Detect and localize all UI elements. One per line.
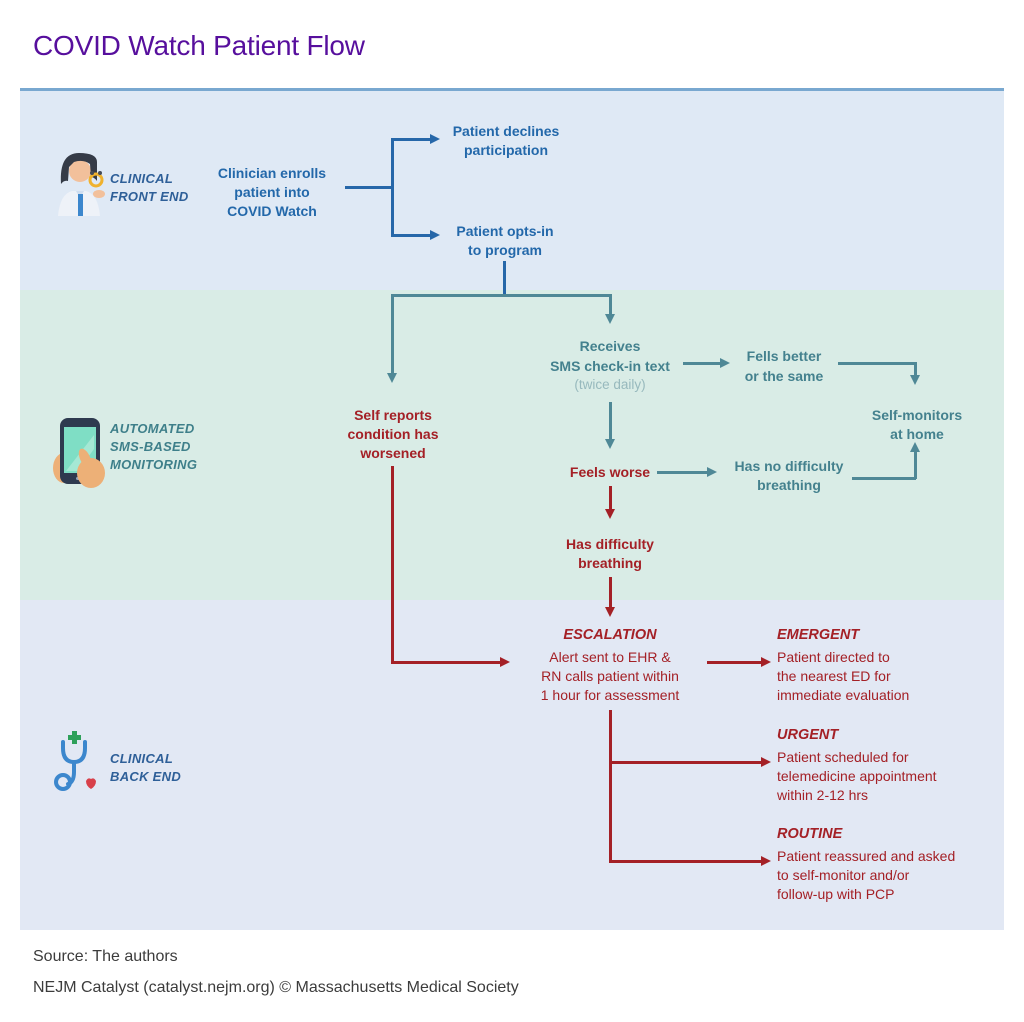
connector-to-opts-in xyxy=(393,234,430,237)
footer-credit: NEJM Catalyst (catalyst.nejm.org) © Mass… xyxy=(33,979,519,996)
connector-to-receives xyxy=(609,294,612,315)
node-has-difficulty-breathing: Has difficulty breathing xyxy=(566,536,654,571)
node-fells-better: Fells better or the same xyxy=(744,348,824,384)
band-clinical-back-end xyxy=(20,600,1004,930)
label-clinical-back-end: CLINICAL BACK END xyxy=(110,751,182,784)
node-self-reports-worsened: Self reports condition has worsened xyxy=(347,407,439,461)
connector-no-difficulty-right xyxy=(852,477,916,480)
arrowhead-to-difficulty xyxy=(605,509,615,519)
page-title: COVID Watch Patient Flow xyxy=(33,30,365,61)
connector-enroll-branch xyxy=(345,186,393,189)
band-automated-monitoring xyxy=(20,290,1004,600)
clinician-icon xyxy=(58,153,105,216)
arrowhead-to-no-difficulty xyxy=(707,467,717,477)
arrowhead-self-reports-to-escalation xyxy=(500,657,510,667)
arrowhead-to-receives xyxy=(605,314,615,324)
connector-branch-vertical xyxy=(391,138,394,237)
connector-fells-better-right xyxy=(838,362,916,365)
node-emergent-desc: Patient directed to the nearest ED for i… xyxy=(777,649,910,703)
arrowhead-to-self-monitors-bottom xyxy=(910,442,920,452)
stethoscope-icon xyxy=(54,731,96,791)
connector-to-declines xyxy=(393,138,430,141)
connector-escalation-to-emergent xyxy=(707,661,761,664)
connector-no-difficulty-up xyxy=(914,452,917,479)
arrowhead-to-opts-in xyxy=(430,230,440,240)
label-automated-sms-monitoring: AUTOMATED SMS-BASED MONITORING xyxy=(110,421,198,472)
connector-difficulty-down xyxy=(609,577,612,608)
node-urgent-desc: Patient scheduled for telemedicine appoi… xyxy=(777,749,937,803)
label-clinical-front-end: CLINICAL FRONT END xyxy=(110,171,189,204)
node-no-difficulty-breathing: Has no difficulty breathing xyxy=(734,458,844,493)
node-receives-sms: Receives SMS check-in text xyxy=(550,338,670,374)
node-routine-title: ROUTINE xyxy=(777,826,843,842)
node-escalation-title: ESCALATION xyxy=(563,627,657,643)
node-self-monitors: Self-monitors at home xyxy=(871,407,963,442)
connector-self-reports-to-escalation xyxy=(391,661,500,664)
arrowhead-to-urgent xyxy=(761,757,771,767)
node-feels-worse: Feels worse xyxy=(569,464,651,480)
connector-opts-in-down xyxy=(503,261,506,295)
node-routine-desc: Patient reassured and asked to self-moni… xyxy=(777,848,956,902)
arrowhead-to-escalation xyxy=(605,607,615,617)
connector-fells-better-down xyxy=(914,362,917,376)
footer-source: Source: The authors xyxy=(33,948,178,965)
connector-split-horizontal xyxy=(391,294,612,297)
top-border-line xyxy=(20,88,1004,91)
arrowhead-to-self-monitors-top xyxy=(910,375,920,385)
arrowhead-to-self-reports xyxy=(387,373,397,383)
phone-sms-icon xyxy=(53,418,105,488)
arrowhead-to-declines xyxy=(430,134,440,144)
connector-feels-worse-to-no-difficulty xyxy=(657,471,707,474)
connector-receives-to-feels-worse xyxy=(609,402,612,440)
connector-feels-worse-down xyxy=(609,486,612,510)
node-emergent-title: EMERGENT xyxy=(777,627,860,643)
node-patient-opts-in: Patient opts-in to program xyxy=(456,223,554,258)
node-receives-sms-note: (twice daily) xyxy=(574,377,646,392)
connector-receives-to-fells-better xyxy=(683,362,720,365)
arrowhead-to-feels-worse xyxy=(605,439,615,449)
connector-escalation-down xyxy=(609,710,612,863)
band-clinical-front-end xyxy=(20,91,1004,290)
arrowhead-to-emergent xyxy=(761,657,771,667)
arrowhead-to-fells-better xyxy=(720,358,730,368)
node-urgent-title: URGENT xyxy=(777,727,839,743)
node-clinician-enrolls: Clinician enrolls patient into COVID Wat… xyxy=(217,165,327,219)
connector-self-reports-down xyxy=(391,466,394,664)
connector-to-routine xyxy=(609,860,761,863)
connector-to-self-reports xyxy=(391,294,394,374)
node-patient-declines: Patient declines participation xyxy=(452,123,560,158)
node-escalation-desc: Alert sent to EHR & RN calls patient wit… xyxy=(540,649,680,703)
arrowhead-to-routine xyxy=(761,856,771,866)
connector-to-urgent xyxy=(609,761,761,764)
